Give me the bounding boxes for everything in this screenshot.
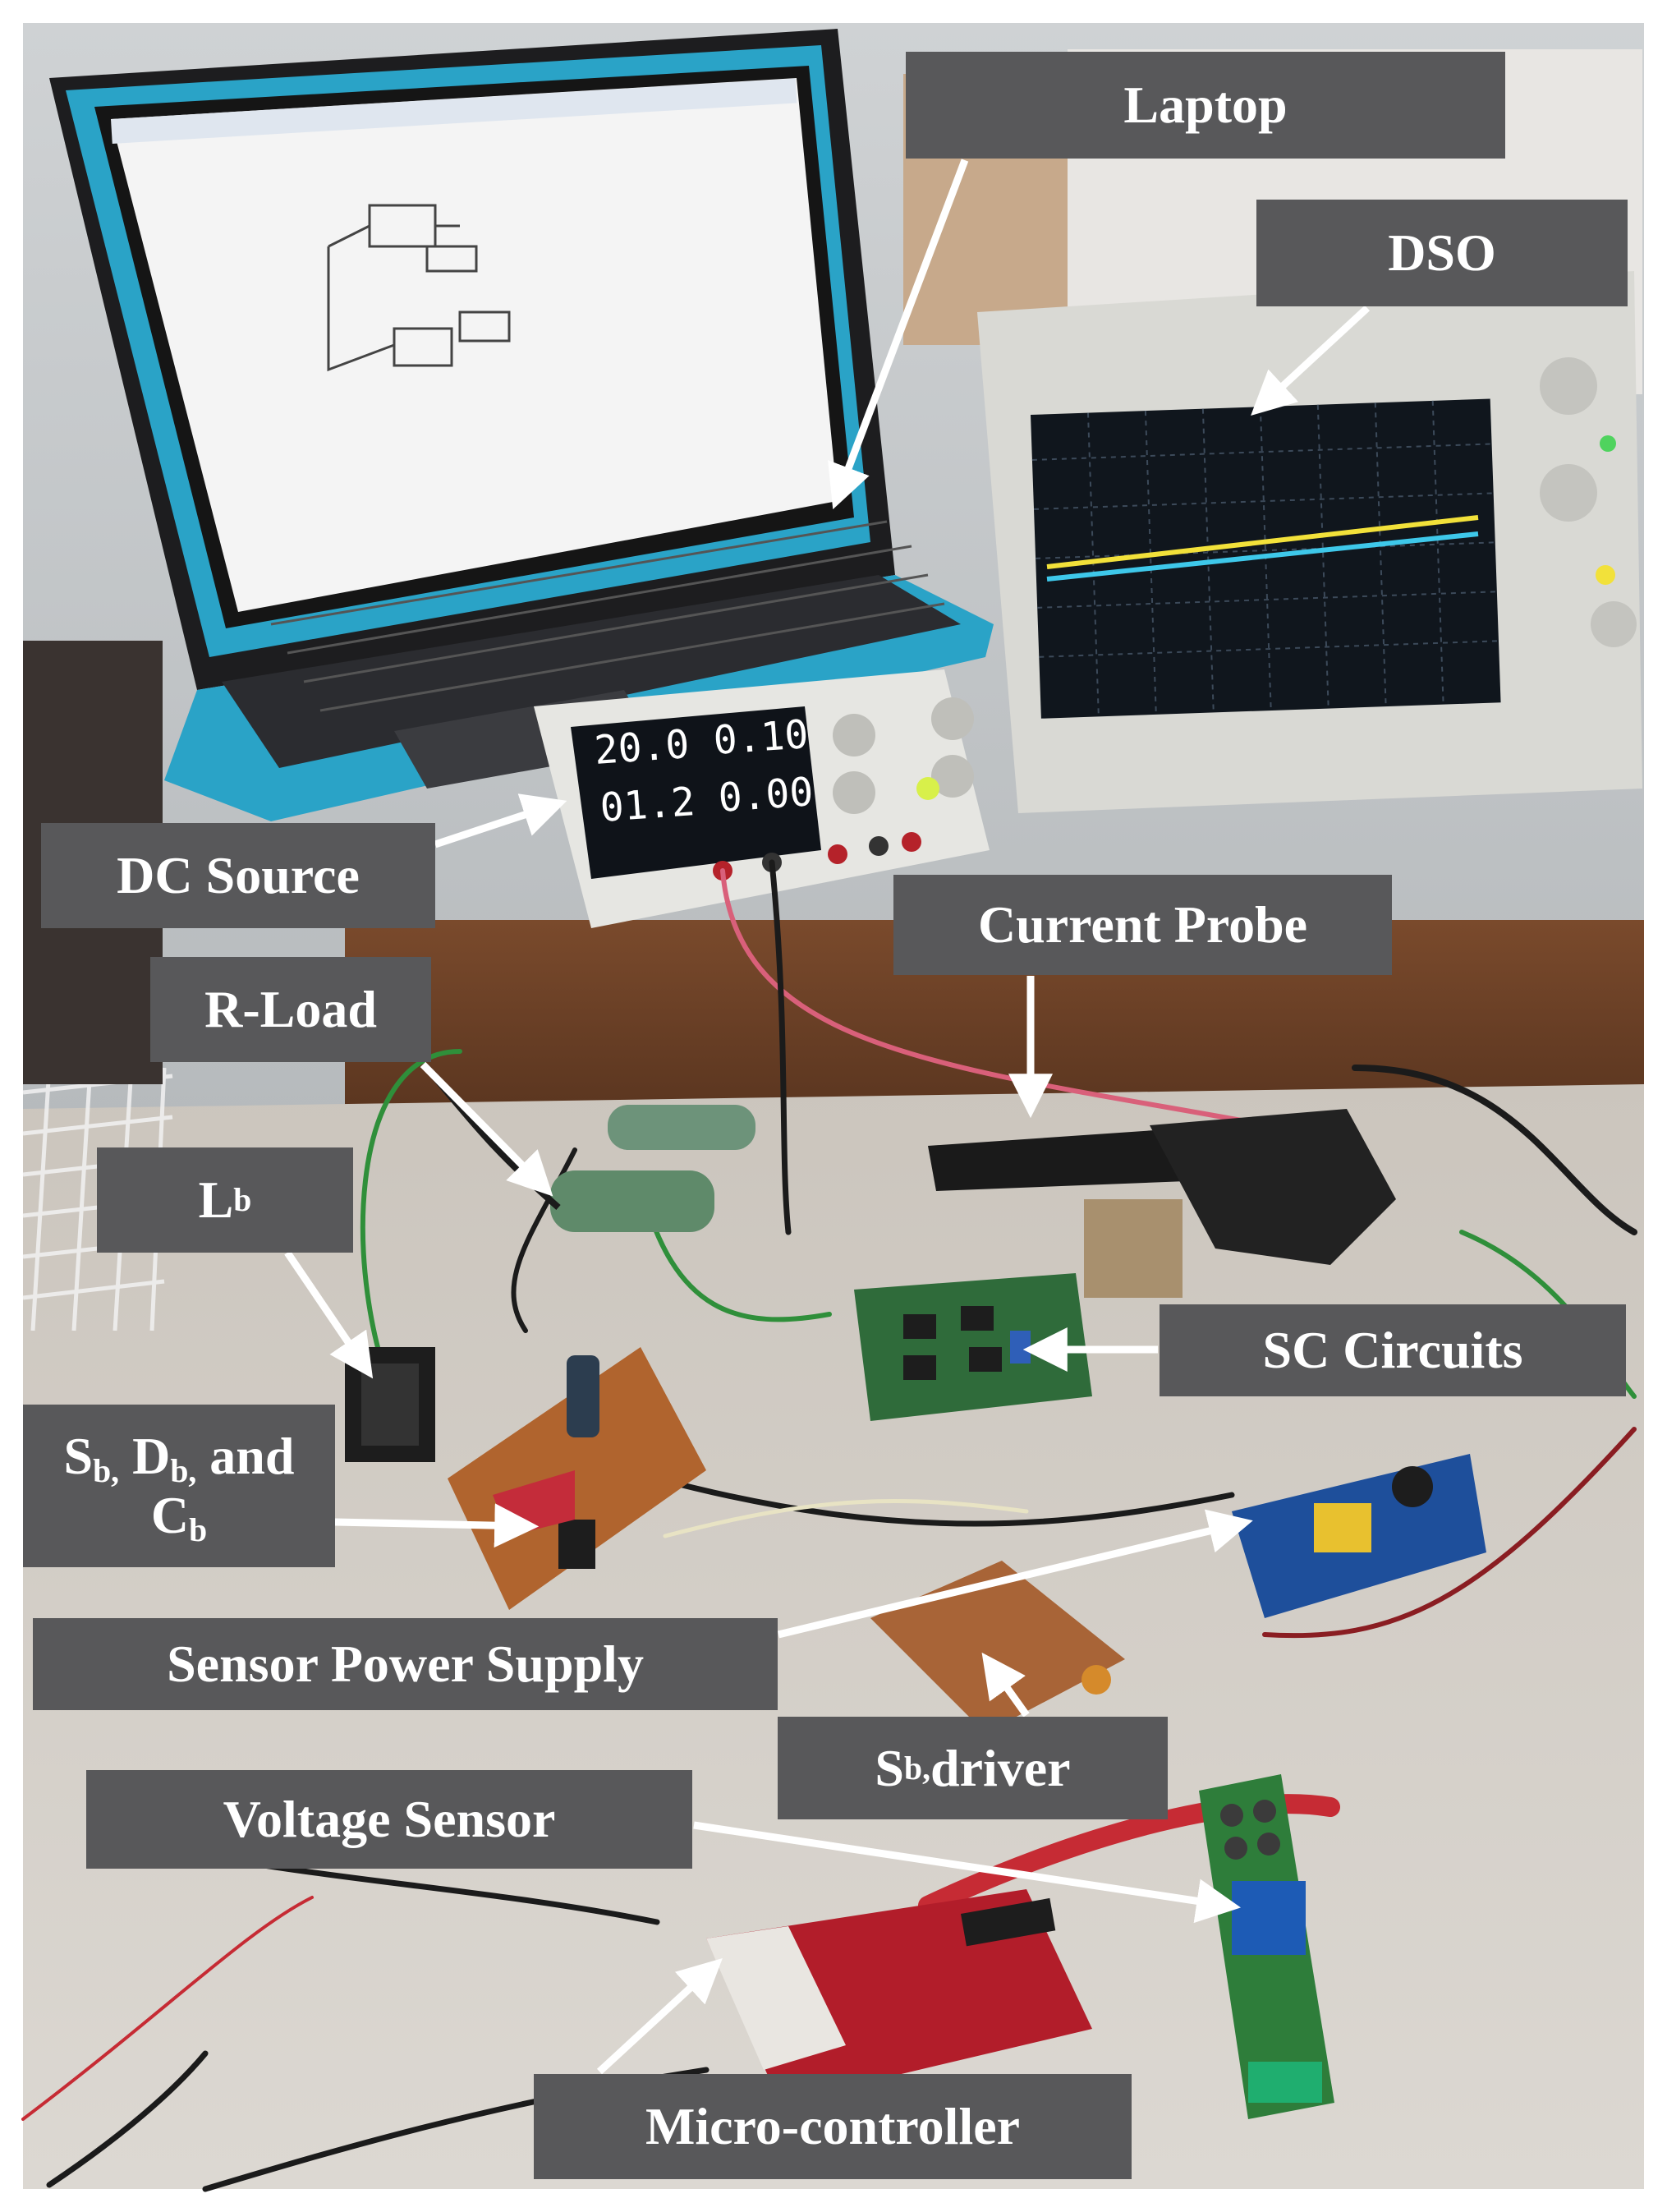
label-sb-db-cb: Sb, Db, and Cb [23,1405,335,1567]
label-r-load: R-Load [150,957,431,1062]
label-micro-controller: Micro-controller [534,2074,1132,2179]
laptop-photo [49,29,994,821]
voltage-sensor-board-photo [1199,1774,1334,2119]
arrow-sb-driver [981,1652,1030,1718]
arrow-lb [284,1250,374,1379]
label-dc-source: DC Source [41,823,435,928]
arrow-micro-controller [596,1958,723,2075]
svg-text:0.10: 0.10 [712,711,810,764]
label-sensor-power-supply: Sensor Power Supply [33,1618,778,1710]
microcontroller-board-photo [706,1889,1092,2103]
label-laptop: Laptop [906,52,1505,159]
sensor-power-supply-board-photo [1232,1454,1486,1618]
oscilloscope-photo [977,271,1642,813]
driver-board-photo [870,1561,1125,1733]
arrow-dc-source [434,793,567,848]
arrow-r-load [420,1061,553,1197]
sc-circuits-board-photo [854,1273,1092,1421]
current-probe-photo [928,1109,1396,1298]
arrow-sbdbcb [334,1503,540,1548]
inductor-board-photo [345,1347,435,1462]
label-dso: DSO [1256,200,1628,306]
annotation-arrows [284,159,1371,2075]
arrow-dso [1251,305,1371,416]
dc-supply-photo: 20.0 0.10 01.2 0.00 [534,669,990,928]
label-voltage-sensor: Voltage Sensor [86,1770,692,1869]
label-sc-circuits: SC Circuits [1160,1304,1626,1396]
arrow-sensor-power-supply [777,1509,1253,1639]
transformer [1084,1199,1183,1298]
svg-text:0.00: 0.00 [717,769,815,821]
label-current-probe: Current Probe [893,875,1392,975]
supply-ch2-reading: 01.2 [599,779,696,831]
supply-ch1-reading: 20.0 [593,721,691,774]
arrow-laptop [828,159,969,510]
arrow-voltage-sensor [693,1821,1242,1924]
